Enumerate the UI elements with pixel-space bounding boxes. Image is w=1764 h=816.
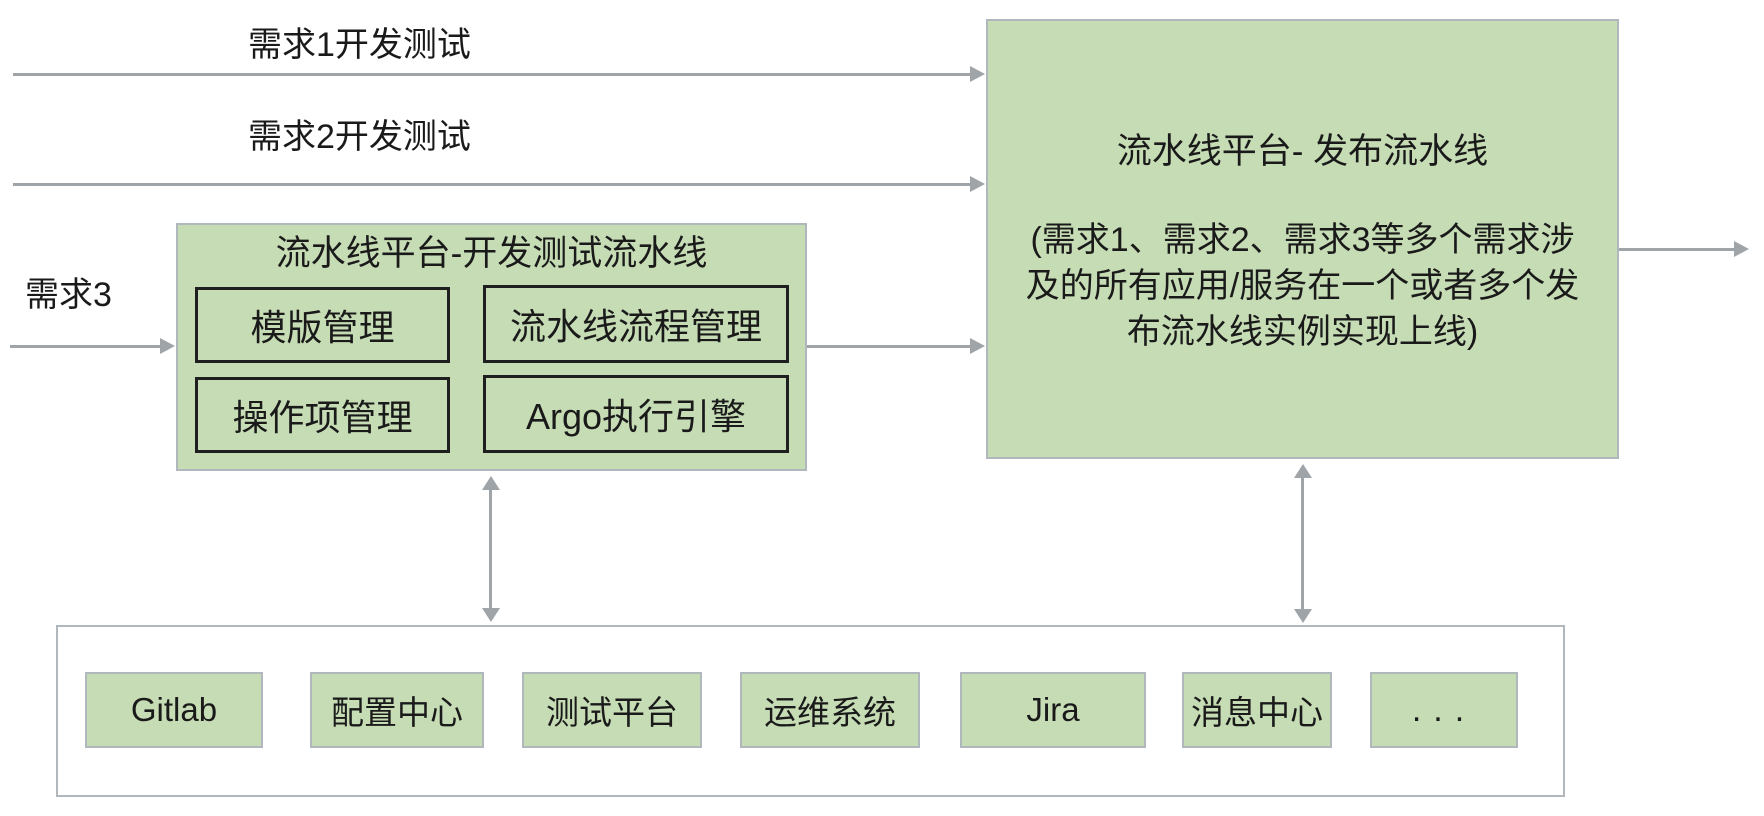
flow-arrow-req2 — [13, 176, 985, 192]
flow-label-req3: 需求3 — [25, 276, 112, 314]
release-integrations-double-arrow — [1293, 464, 1312, 623]
release-pipeline-box: 流水线平台- 发布流水线 (需求1、需求2、需求3等多个需求涉 及的所有应用/服… — [986, 19, 1619, 459]
integration-jira: Jira — [960, 672, 1146, 748]
release-description-line: 布流水线实例实现上线) — [1126, 313, 1479, 351]
integration-message-center: 消息中心 — [1182, 672, 1332, 748]
integration-ops-system: 运维系统 — [740, 672, 920, 748]
flow-label-req1: 需求1开发测试 — [248, 26, 471, 64]
flow-arrow-req3 — [10, 338, 175, 354]
release-pipeline-title: 流水线平台- 发布流水线 — [1116, 132, 1489, 171]
flow-label-req2: 需求2开发测试 — [248, 118, 471, 156]
integration-gitlab: Gitlab — [85, 672, 263, 748]
dev-pipeline-box: 流水线平台-开发测试流水线 模版管理 流水线流程管理 操作项管理 Argo执行引… — [176, 223, 807, 471]
module-argo-execution-engine: Argo执行引擎 — [483, 375, 789, 453]
release-description-line: (需求1、需求2、需求3等多个需求涉 — [1030, 221, 1575, 259]
module-operation-item-management: 操作项管理 — [195, 377, 450, 453]
dev-pipeline-title: 流水线平台-开发测试流水线 — [275, 234, 708, 273]
integration-more: ... — [1370, 672, 1518, 748]
integration-test-platform: 测试平台 — [522, 672, 702, 748]
integrations-box: Gitlab 配置中心 测试平台 运维系统 Jira 消息中心 ... — [56, 625, 1565, 797]
flow-arrow-req1 — [13, 66, 985, 82]
module-template-management: 模版管理 — [195, 287, 450, 363]
module-pipeline-process-management: 流水线流程管理 — [483, 285, 789, 363]
release-pipeline-description: (需求1、需求2、需求3等多个需求涉 及的所有应用/服务在一个或者多个发 布流水… — [988, 217, 1617, 355]
release-description-line: 及的所有应用/服务在一个或者多个发 — [1025, 267, 1580, 305]
release-output-arrow — [1619, 241, 1749, 257]
dev-to-release-arrow — [807, 338, 985, 354]
dev-integrations-double-arrow — [481, 476, 500, 622]
integration-config-center: 配置中心 — [310, 672, 484, 748]
